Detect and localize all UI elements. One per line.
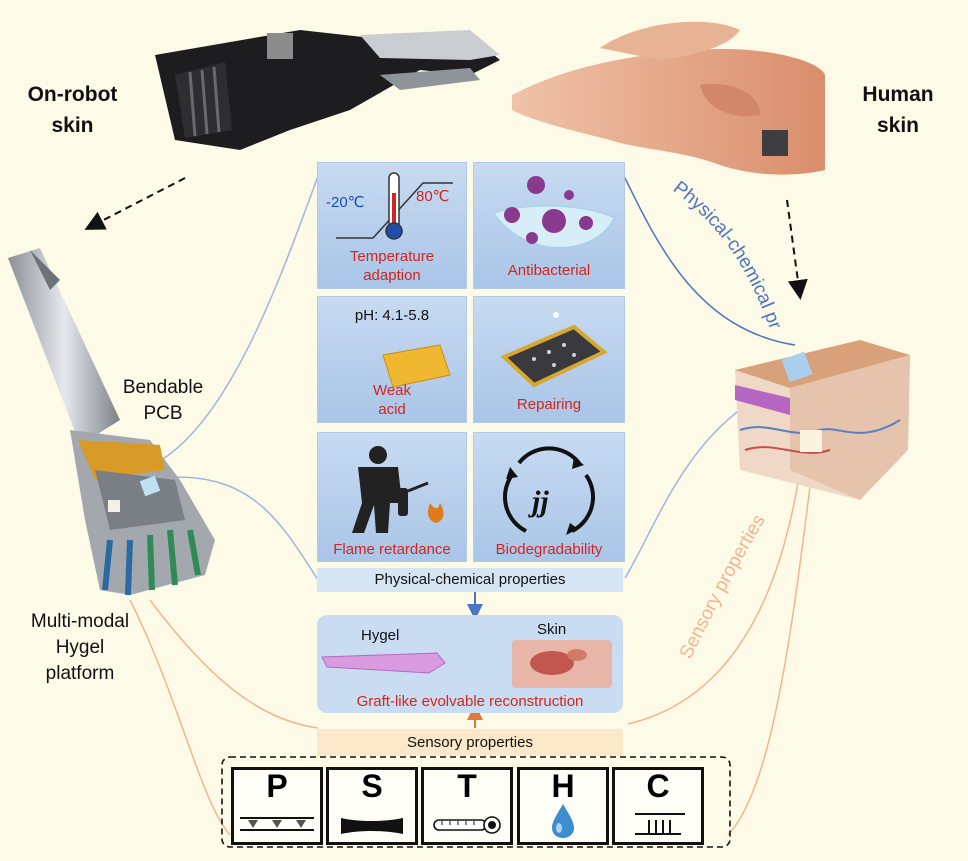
sensor-chemical: C <box>612 767 704 845</box>
firefighter-icon <box>352 446 444 533</box>
sensory-connections <box>129 469 813 836</box>
temperature-low: -20℃ <box>326 194 365 211</box>
sensory-curve-label: Sensory properties <box>676 511 770 662</box>
graft-panel: Hygel Skin Graft-like evolvable reconstr… <box>317 615 623 713</box>
sensor-humidity-letter: H <box>551 768 575 804</box>
graft-caption: Graft-like evolvable reconstruction <box>356 693 584 710</box>
biodegradability-caption: Biodegradability <box>495 541 603 558</box>
antibacterial-caption: Antibacterial <box>507 262 591 279</box>
skin-tissue-image <box>735 340 910 500</box>
panel-antibacterial: Antibacterial <box>473 162 625 289</box>
graft-hygel-label: Hygel <box>361 627 400 644</box>
repairing-icon <box>500 312 608 388</box>
sensor-frame <box>221 756 731 848</box>
robot-hand-with-skin-image <box>8 248 215 596</box>
recycle-icon: jj <box>503 446 595 535</box>
human-hand-image <box>512 21 825 175</box>
temperature-high: 80℃ <box>416 188 450 205</box>
sensor-pressure-letter: P <box>266 768 288 804</box>
strain-sensor-icon <box>341 818 403 834</box>
physical-chemical-bar: Physical-chemical properties <box>317 568 623 592</box>
robot-hand-image <box>155 30 500 150</box>
flame-caption: Flame retardance <box>333 541 451 558</box>
thermometer-sensor-icon <box>433 816 501 834</box>
sensory-bar: Sensory properties <box>317 729 623 756</box>
sensor-pressure: P <box>231 767 323 845</box>
sensor-chemical-letter: C <box>646 768 670 804</box>
thermometer-icon <box>336 172 453 240</box>
graft-illustration <box>321 640 612 688</box>
hygel-strip-icon <box>382 344 451 388</box>
panel-repairing: Repairing <box>473 296 625 423</box>
ph-range: pH: 4.1-5.8 <box>354 307 430 324</box>
water-drop-icon <box>552 804 574 838</box>
sensor-temperature: T <box>421 767 513 845</box>
arrow-robot-to-hand <box>84 177 186 230</box>
pressure-sensor-icon <box>240 817 314 831</box>
physical-chemical-connections <box>157 175 796 581</box>
arrow-human-to-tissue <box>786 199 808 300</box>
sensor-strain-letter: S <box>361 768 383 804</box>
chemical-sensor-icon <box>635 813 685 835</box>
svg-text:jj: jj <box>528 485 549 518</box>
panel-biodegradability: jj Biodegradability <box>473 432 625 562</box>
sensor-humidity: H <box>517 767 609 845</box>
bacteria-icon <box>493 176 615 248</box>
graft-skin-label: Skin <box>537 621 567 638</box>
panel-flame-retardance: Flame retardance <box>317 432 467 562</box>
repairing-caption: Repairing <box>516 396 582 413</box>
sensor-temperature-letter: T <box>457 768 477 804</box>
sensor-strain: S <box>326 767 418 845</box>
